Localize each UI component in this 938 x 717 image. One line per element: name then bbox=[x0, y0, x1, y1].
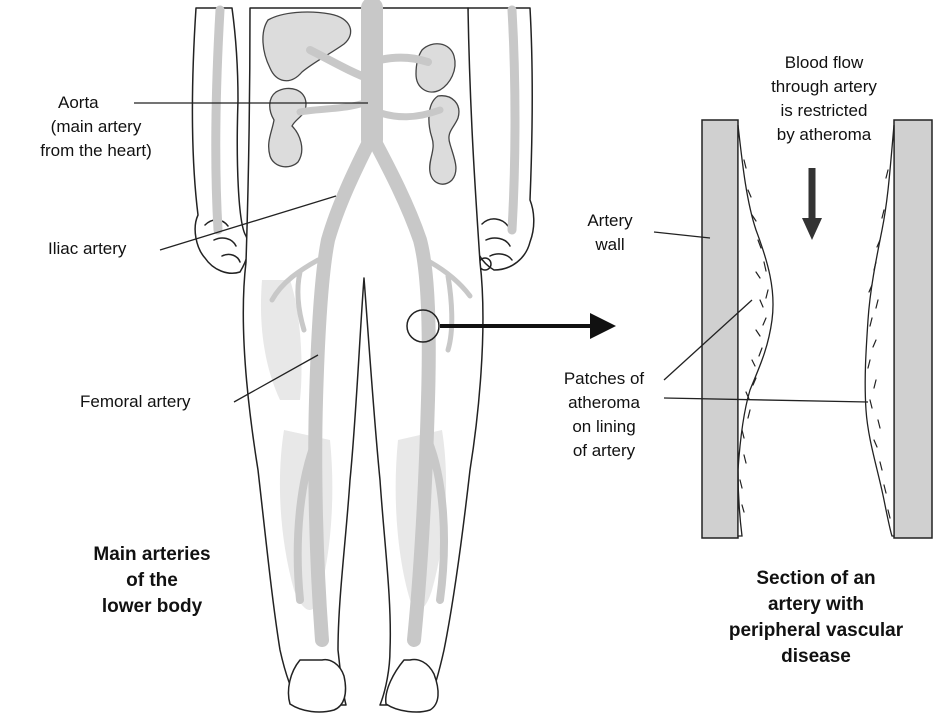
aorta-label-line1: Aorta bbox=[58, 93, 99, 112]
patches-line1: Patches of bbox=[564, 369, 645, 388]
right-caption-line2: artery with bbox=[768, 594, 864, 615]
patches-line4: of artery bbox=[573, 441, 636, 460]
blood-flow-label: Blood flow through artery is restricted … bbox=[771, 53, 877, 144]
patches-leader-lower bbox=[664, 398, 868, 402]
aorta-label-line3: from the heart) bbox=[40, 141, 152, 160]
left-caption: Main arteries of the lower body bbox=[93, 544, 210, 617]
flow-arrow-head bbox=[802, 218, 822, 240]
renal-artery-right bbox=[372, 58, 428, 63]
right-caption-line4: disease bbox=[781, 646, 851, 667]
artery-wall-label: Artery wall bbox=[587, 211, 710, 254]
blood-flow-line2: through artery bbox=[771, 77, 877, 96]
iliac-label: Iliac artery bbox=[48, 239, 127, 258]
artery-wall-right bbox=[894, 120, 932, 538]
atheroma-right bbox=[865, 125, 894, 536]
right-caption-line1: Section of an bbox=[756, 568, 875, 589]
artery-wall-line2: wall bbox=[594, 235, 624, 254]
patches-line2: atheroma bbox=[568, 393, 640, 412]
left-caption-line2: of the bbox=[126, 570, 178, 591]
artery-section bbox=[702, 120, 932, 538]
aorta-label-line2: (main artery bbox=[51, 117, 142, 136]
artery-wall-line1: Artery bbox=[587, 211, 633, 230]
femoral-label: Femoral artery bbox=[80, 392, 191, 411]
atheroma-left bbox=[738, 125, 773, 536]
right-caption: Section of an artery with peripheral vas… bbox=[729, 568, 904, 667]
blood-flow-line4: by atheroma bbox=[777, 125, 872, 144]
body-figure bbox=[193, 8, 534, 712]
right-arm-artery bbox=[512, 10, 515, 230]
blood-flow-line3: is restricted bbox=[781, 101, 868, 120]
blood-flow-line1: Blood flow bbox=[785, 53, 864, 72]
left-foot bbox=[288, 660, 345, 712]
pointer-arrow-head bbox=[590, 313, 616, 339]
left-arm-artery bbox=[216, 10, 220, 230]
left-caption-line1: Main arteries bbox=[93, 544, 210, 565]
right-caption-line3: peripheral vascular bbox=[729, 620, 904, 641]
left-caption-line3: lower body bbox=[102, 596, 203, 617]
patches-line3: on lining bbox=[572, 417, 635, 436]
